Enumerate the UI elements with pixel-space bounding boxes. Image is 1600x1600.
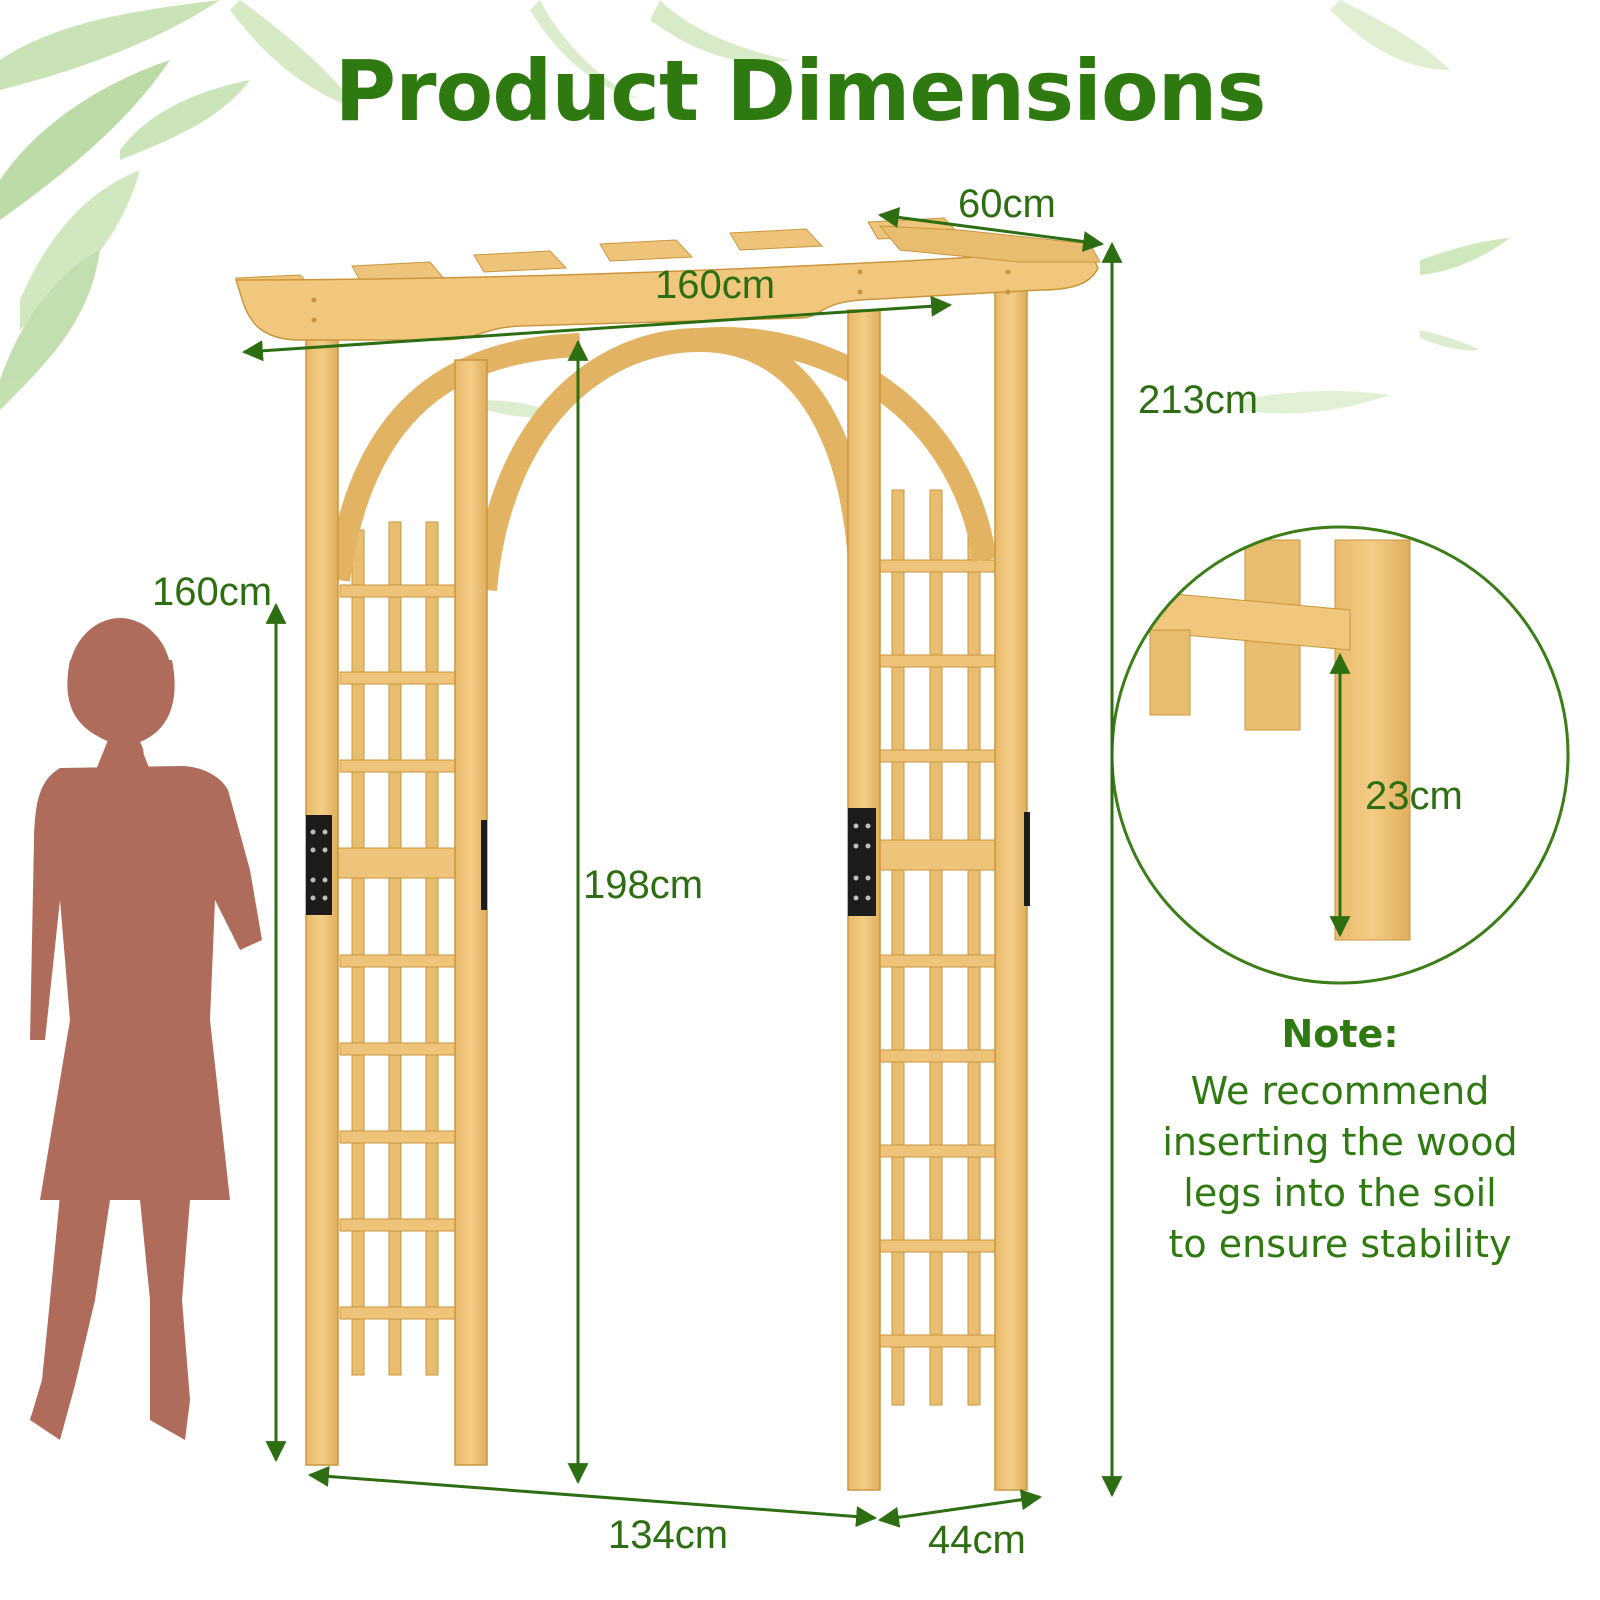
note-line: to ensure stability [1168, 1222, 1512, 1266]
dimension-line-base-depth [877, 1489, 1043, 1528]
garden-arch [234, 217, 1101, 1491]
note-body: We recommend inserting the wood legs int… [1130, 1066, 1550, 1270]
label-person-height: 160cm [152, 570, 273, 614]
page-title: Product Dimensions [334, 42, 1267, 140]
label-leg-depth: 23cm [1365, 774, 1463, 818]
note-line: inserting the wood [1162, 1120, 1518, 1164]
label-base-width: 134cm [608, 1513, 729, 1557]
note-box: Note: We recommend inserting the wood le… [1130, 1012, 1550, 1270]
label-base-depth: 44cm [928, 1518, 1026, 1562]
note-title: Note: [1281, 1012, 1399, 1056]
dimension-line-depth-top [877, 207, 1105, 252]
note-line: We recommend [1190, 1069, 1490, 1113]
label-total-height: 213cm [1138, 378, 1259, 422]
label-depth-top: 60cm [958, 182, 1056, 226]
dimension-lines [241, 207, 1351, 1528]
dimension-line-width-top [241, 295, 953, 362]
label-inner-height: 198cm [583, 863, 704, 907]
note-line: legs into the soil [1183, 1171, 1497, 1215]
bamboo-leaves-decoration [0, 0, 1510, 418]
dimension-line-base-width [307, 1465, 878, 1528]
person-silhouette [30, 618, 262, 1440]
label-width-top: 160cm [655, 263, 776, 307]
